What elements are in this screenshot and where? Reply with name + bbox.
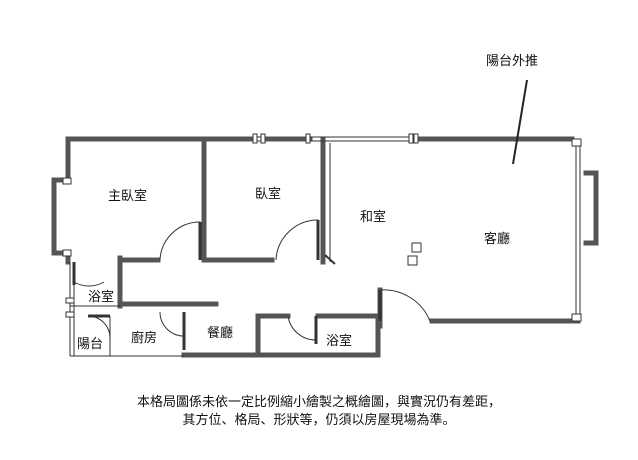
walls [51, 136, 599, 358]
cap-9 [62, 249, 72, 257]
door-kitchen [159, 311, 185, 337]
door-bath-1 [73, 262, 105, 287]
label-bathroom-1: 浴室 [88, 289, 114, 305]
callout-label: 陽台外推 [486, 54, 538, 69]
japanese-room-slide [324, 254, 336, 265]
door-bedroom [275, 219, 319, 261]
label-dining-room: 餐廳 [207, 325, 233, 341]
label-kitchen: 廚房 [131, 330, 157, 346]
disclaimer-line-2: 其方位、格局、形狀等，仍須以房屋現場為準。 [182, 413, 456, 428]
label-master-bedroom: 主臥室 [108, 188, 147, 204]
door-bath-2 [287, 315, 317, 341]
bay-window-right [583, 170, 599, 246]
cap-2 [260, 133, 266, 144]
window-caps [62, 133, 582, 322]
bay-window-left [51, 177, 67, 256]
cap-6 [571, 138, 582, 147]
cap-1 [252, 133, 258, 144]
doors [72, 219, 431, 350]
cap-11 [65, 311, 75, 318]
cap-8 [62, 177, 72, 185]
cap-4 [408, 133, 414, 144]
cap-7 [571, 313, 582, 322]
door-balcony [87, 315, 111, 339]
door-master-bedroom [159, 221, 201, 261]
cap-5 [413, 133, 419, 144]
room-labels: 主臥室 臥室 和室 客廳 浴室 陽台 廚房 餐廳 浴室 陽台外推 [77, 54, 538, 352]
label-balcony: 陽台 [77, 337, 103, 352]
column-1 [411, 242, 422, 253]
label-japanese-room: 和室 [360, 209, 386, 225]
callout-leader-line [512, 79, 528, 165]
disclaimer-line-1: 本格局圖係未依一定比例縮小繪製之概繪圖，與實況仍有差距， [136, 395, 501, 410]
label-bedroom: 臥室 [255, 186, 281, 202]
door-entry [379, 289, 431, 322]
cap-10 [65, 297, 75, 304]
cap-3 [305, 133, 311, 144]
floor-plan-drawing: 主臥室 臥室 和室 客廳 浴室 陽台 廚房 餐廳 浴室 陽台外推 [51, 54, 599, 358]
label-bathroom-2: 浴室 [326, 333, 352, 349]
label-living-room: 客廳 [484, 231, 510, 247]
column-2 [407, 255, 418, 266]
